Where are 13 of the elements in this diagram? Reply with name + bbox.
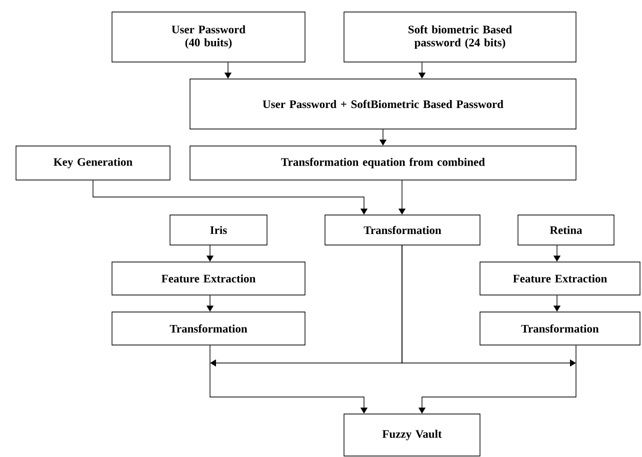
process-box: Iris	[170, 214, 268, 246]
process-box: Key Generation	[16, 146, 170, 180]
process-box: Retina	[518, 214, 614, 246]
process-box: Fuzzy Vault	[344, 414, 480, 456]
process-box: User Password + SoftBiometric Based Password	[190, 78, 576, 130]
process-box: Transformation equation from combined	[190, 146, 576, 180]
process-box: User Password (40 buits)	[112, 12, 306, 62]
process-box: Soft biometric Based password (24 bits)	[344, 12, 576, 62]
process-box: Feature Extraction	[112, 262, 306, 296]
process-box: Transformation	[324, 214, 480, 246]
process-box: Feature Extraction	[480, 262, 640, 296]
process-box: Transformation	[480, 312, 640, 346]
process-box: Transformation	[112, 312, 306, 346]
